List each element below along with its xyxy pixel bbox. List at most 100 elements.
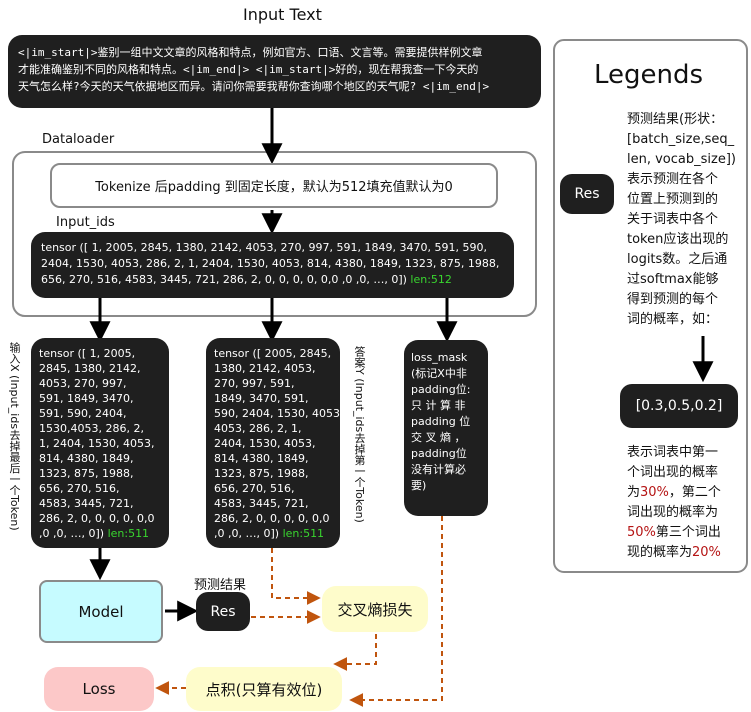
loss-mask-box: loss_mask (标记X中非 padding位: 只 计 算 非 paddi… bbox=[404, 340, 488, 516]
input-x-line: 2845, 1380, 2142, bbox=[39, 362, 141, 375]
tensor-line: 656, 270, 516, 4583, 3445, 721, 286, 2, … bbox=[41, 273, 407, 286]
input-x-line: 656, 270, 516, bbox=[39, 482, 120, 495]
prob-value-3: 20% bbox=[692, 545, 721, 560]
legend-desc-line: len, vocab_size]) bbox=[627, 152, 736, 167]
dataloader-title: Dataloader bbox=[42, 132, 115, 147]
legend-desc-line: [batch_size,seq_ bbox=[627, 132, 735, 147]
loss-mask-line: padding 位 bbox=[411, 415, 471, 428]
loss-mask-line: 没有计算必 bbox=[411, 463, 466, 476]
legend-desc-line: 预测结果(形状： bbox=[627, 112, 724, 127]
input-x-line: 4053, 270, 997, bbox=[39, 377, 127, 390]
legend-res-node: Res bbox=[560, 174, 614, 214]
answer-y-box: tensor ([ 2005, 2845, 1380, 2142, 4053, … bbox=[206, 338, 340, 548]
tensor-len: len:512 bbox=[410, 273, 452, 286]
answer-y-line: 814, 4380, 1849, bbox=[214, 452, 309, 465]
legend-desc-line: 过softmax能够 bbox=[627, 272, 719, 287]
input-x-side-label: 输入X (Input_ids去掉最后一个Token) bbox=[8, 342, 21, 531]
answer-y-line: ,0 ,0, …, 0]) bbox=[214, 527, 280, 540]
answer-y-side-label: 答案Y (Input_ids去掉第一个Token) bbox=[353, 346, 366, 523]
legend-desc-line: 词的概率，如： bbox=[627, 312, 719, 327]
model-label: Model bbox=[78, 602, 124, 621]
answer-y-line: 4583, 3445, 721, bbox=[214, 497, 309, 510]
input-x-line: 591, 1849, 3470, bbox=[39, 392, 134, 405]
input-x-box: tensor ([ 1, 2005, 2845, 1380, 2142, 405… bbox=[31, 338, 169, 548]
prob-line: 个词出现的概率 bbox=[627, 465, 719, 480]
tokenize-text: Tokenize 后padding 到固定长度，默认为512填充值默认为0 bbox=[95, 180, 453, 195]
loss-node: Loss bbox=[44, 667, 154, 711]
legend-desc-line: token应该出现的 bbox=[627, 232, 729, 247]
tensor-line: 2404, 1530, 4053, 286, 2, 1, 2404, 1530,… bbox=[41, 257, 500, 270]
answer-y-line: 4053, 286, 2, 1, bbox=[214, 422, 302, 435]
input-ids-tensor-box: tensor ([ 1, 2005, 2845, 1380, 2142, 405… bbox=[31, 232, 514, 298]
dashed-arrow-icon bbox=[349, 516, 443, 707]
loss-mask-line: (标记X中非 bbox=[411, 367, 467, 380]
tokenize-box: Tokenize 后padding 到固定长度，默认为512填充值默认为0 bbox=[50, 163, 498, 208]
legend-desc-line: 关于词表中各个 bbox=[627, 212, 719, 227]
input-x-line: 591, 590, 2404, bbox=[39, 407, 127, 420]
prob-line: ，第二个 bbox=[668, 485, 721, 500]
answer-y-line: 1323, 875, 1988, bbox=[214, 467, 309, 480]
legend-desc-line: 得到预测的每个 bbox=[627, 292, 719, 307]
input-x-line: 1530,4053, 286, 2, bbox=[39, 422, 144, 435]
input-ids-label: Input_ids bbox=[56, 215, 115, 230]
prob-line: 为 bbox=[627, 485, 641, 500]
dashed-arrow-icon bbox=[271, 548, 321, 605]
pred-result-label: 预测结果 bbox=[194, 578, 247, 593]
input-x-line: 4583, 3445, 721, bbox=[39, 497, 134, 510]
input-x-line: 286, 2, 0, 0, 0, 0, 0,0 bbox=[39, 512, 155, 525]
legend-probability-text: 表示词表中第一 个词出现的概率 为30%，第二个 词出现的概率为 50%第三个词… bbox=[627, 443, 743, 563]
prob-line: 词出现的概率为 bbox=[627, 505, 719, 520]
input-x-line: 1323, 875, 1988, bbox=[39, 467, 134, 480]
input-x-line: 1, 2404, 1530, 4053, bbox=[39, 437, 155, 450]
input-text-line: <|im_start|>鉴别一组中文文章的风格和特点，例如官方、口语、文言等。需… bbox=[18, 46, 483, 59]
loss-mask-line: 交 叉 熵 ， bbox=[411, 431, 466, 444]
prob-value-2: 50% bbox=[627, 525, 656, 540]
input-x-len: len:511 bbox=[107, 527, 150, 540]
dashed-arrow-icon bbox=[333, 634, 377, 671]
cross-entropy-node: 交叉熵损失 bbox=[322, 586, 428, 632]
loss-mask-line: 要) bbox=[411, 479, 427, 492]
legend-desc-line: logits数。之后通 bbox=[627, 252, 728, 267]
answer-y-line: 270, 997, 591, bbox=[214, 377, 295, 390]
tensor-line: tensor ([ 1, 2005, 2845, 1380, 2142, 405… bbox=[41, 241, 487, 254]
model-node: Model bbox=[39, 580, 163, 643]
legend-res-label: Res bbox=[574, 186, 600, 202]
input-text-box: <|im_start|>鉴别一组中文文章的风格和特点，例如官方、口语、文言等。需… bbox=[8, 35, 541, 108]
input-x-line: tensor ([ 1, 2005, bbox=[39, 347, 136, 360]
legend-desc-line: 位置上预测到的 bbox=[627, 192, 719, 207]
legend-example-node: [0.3,0.5,0.2] bbox=[620, 384, 738, 428]
res-node: Res bbox=[196, 592, 250, 631]
input-text-title: Input Text bbox=[243, 5, 322, 24]
answer-y-line: 1380, 2142, 4053, bbox=[214, 362, 316, 375]
answer-y-line: 590, 2404, 1530, 4053, bbox=[214, 407, 340, 420]
dot-product-node: 点积(只算有效位) bbox=[186, 667, 342, 711]
input-text-line: 天气怎么样?今天的天气依据地区而异。请问你需要我帮你查询哪个地区的天气呢? <|… bbox=[18, 80, 490, 93]
loss-label: Loss bbox=[82, 680, 116, 698]
loss-mask-line: padding位 bbox=[411, 447, 467, 460]
input-text-line: 才能准确鉴别不同的风格和特点。<|im_end|> <|im_start|>好的… bbox=[18, 63, 479, 76]
legend-description: 预测结果(形状： [batch_size,seq_ len, vocab_siz… bbox=[627, 110, 743, 330]
prob-line: 表示词表中第一 bbox=[627, 445, 719, 460]
cross-entropy-label: 交叉熵损失 bbox=[337, 600, 413, 619]
answer-y-line: 286, 2, 0, 0, 0, 0, 0,0 bbox=[214, 512, 330, 525]
legends-frame bbox=[553, 39, 748, 573]
legends-title: Legends bbox=[594, 60, 704, 90]
loss-mask-line: 只 计 算 非 bbox=[411, 399, 466, 412]
legend-desc-line: 表示预测在各个 bbox=[627, 172, 719, 187]
res-label: Res bbox=[210, 603, 236, 620]
answer-y-line: 656, 270, 516, bbox=[214, 482, 295, 495]
legend-example-label: [0.3,0.5,0.2] bbox=[635, 398, 723, 414]
prob-value-1: 30% bbox=[640, 485, 669, 500]
dot-product-label: 点积(只算有效位) bbox=[205, 680, 323, 699]
loss-mask-line: padding位: bbox=[411, 383, 471, 396]
answer-y-line: 2404, 1530, 4053, bbox=[214, 437, 316, 450]
prob-line: 第三个词出 bbox=[655, 525, 721, 540]
prob-line: 现的概率为 bbox=[627, 545, 693, 560]
answer-y-len: len:511 bbox=[282, 527, 325, 540]
loss-mask-line: loss_mask bbox=[411, 351, 468, 364]
answer-y-line: 1849, 3470, 591, bbox=[214, 392, 309, 405]
input-x-line: ,0 ,0, …, 0]) bbox=[39, 527, 105, 540]
input-x-line: 814, 4380, 1849, bbox=[39, 452, 134, 465]
answer-y-line: tensor ([ 2005, 2845, bbox=[214, 347, 332, 360]
